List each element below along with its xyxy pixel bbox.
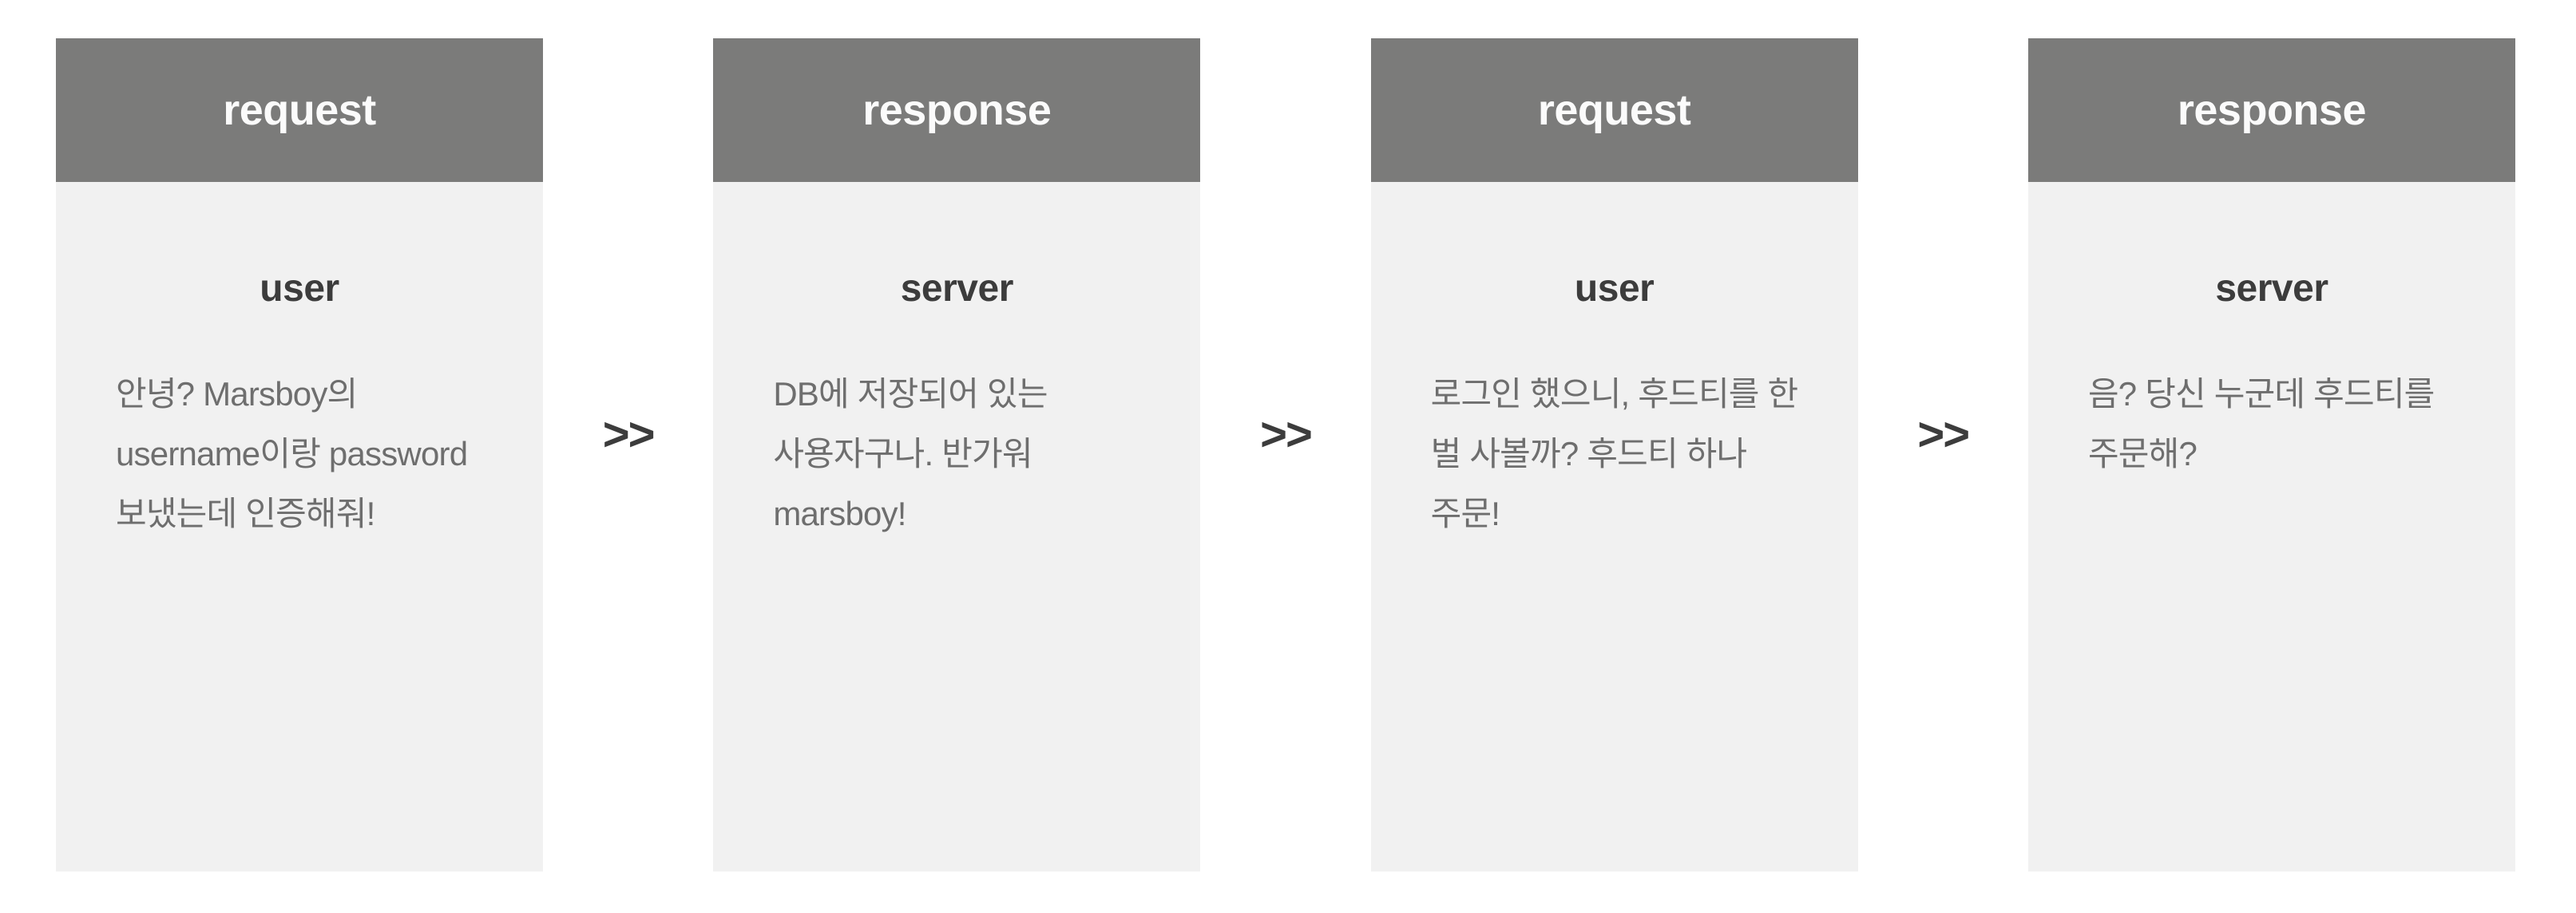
step-body-3: user 로그인 했으니, 후드티를 한 벌 사볼까? 후드티 하나 주문! [1371, 182, 1858, 872]
flow-arrow-3: >> [1917, 409, 1970, 460]
step-card-4: response server 음? 당신 누군데 후드티를 주문해? [2027, 38, 2515, 872]
step-actor-server-1: server [900, 267, 1014, 310]
step-header-response-2: response [2027, 38, 2515, 182]
step-actor-server-2: server [2215, 267, 2328, 310]
request-response-flow: request user 안녕? Marsboy의 username이랑 pas… [56, 38, 2515, 872]
step-header-response-1: response [713, 38, 1201, 182]
step-actor-user-2: user [1574, 267, 1655, 310]
step-card-3: request user 로그인 했으니, 후드티를 한 벌 사볼까? 후드티 … [1370, 38, 1858, 872]
step-message-1: 안녕? Marsboy의 username이랑 password 보냈는데 인증… [116, 375, 468, 532]
step-message-3: 로그인 했으니, 후드티를 한 벌 사볼까? 후드티 하나 주문! [1430, 375, 1799, 532]
flow-arrow-1: >> [602, 409, 656, 460]
step-message-4: 음? 당신 누군데 후드티를 주문해? [2087, 375, 2435, 472]
step-message-2: DB에 저장되어 있는 사용자구나. 반가워 marsboy! [773, 375, 1048, 532]
step-body-1: user 안녕? Marsboy의 username이랑 password 보냈… [56, 182, 543, 872]
step-body-2: server DB에 저장되어 있는 사용자구나. 반가워 marsboy! [713, 182, 1200, 872]
step-header-request-1: request [56, 38, 543, 182]
flow-arrow-2: >> [1260, 409, 1313, 460]
step-actor-user-1: user [260, 267, 339, 310]
step-card-1: request user 안녕? Marsboy의 username이랑 pas… [56, 38, 543, 872]
step-card-2: response server DB에 저장되어 있는 사용자구나. 반가워 m… [713, 38, 1201, 872]
step-body-4: server 음? 당신 누군데 후드티를 주문해? [2028, 182, 2515, 872]
step-header-request-2: request [1370, 38, 1858, 182]
